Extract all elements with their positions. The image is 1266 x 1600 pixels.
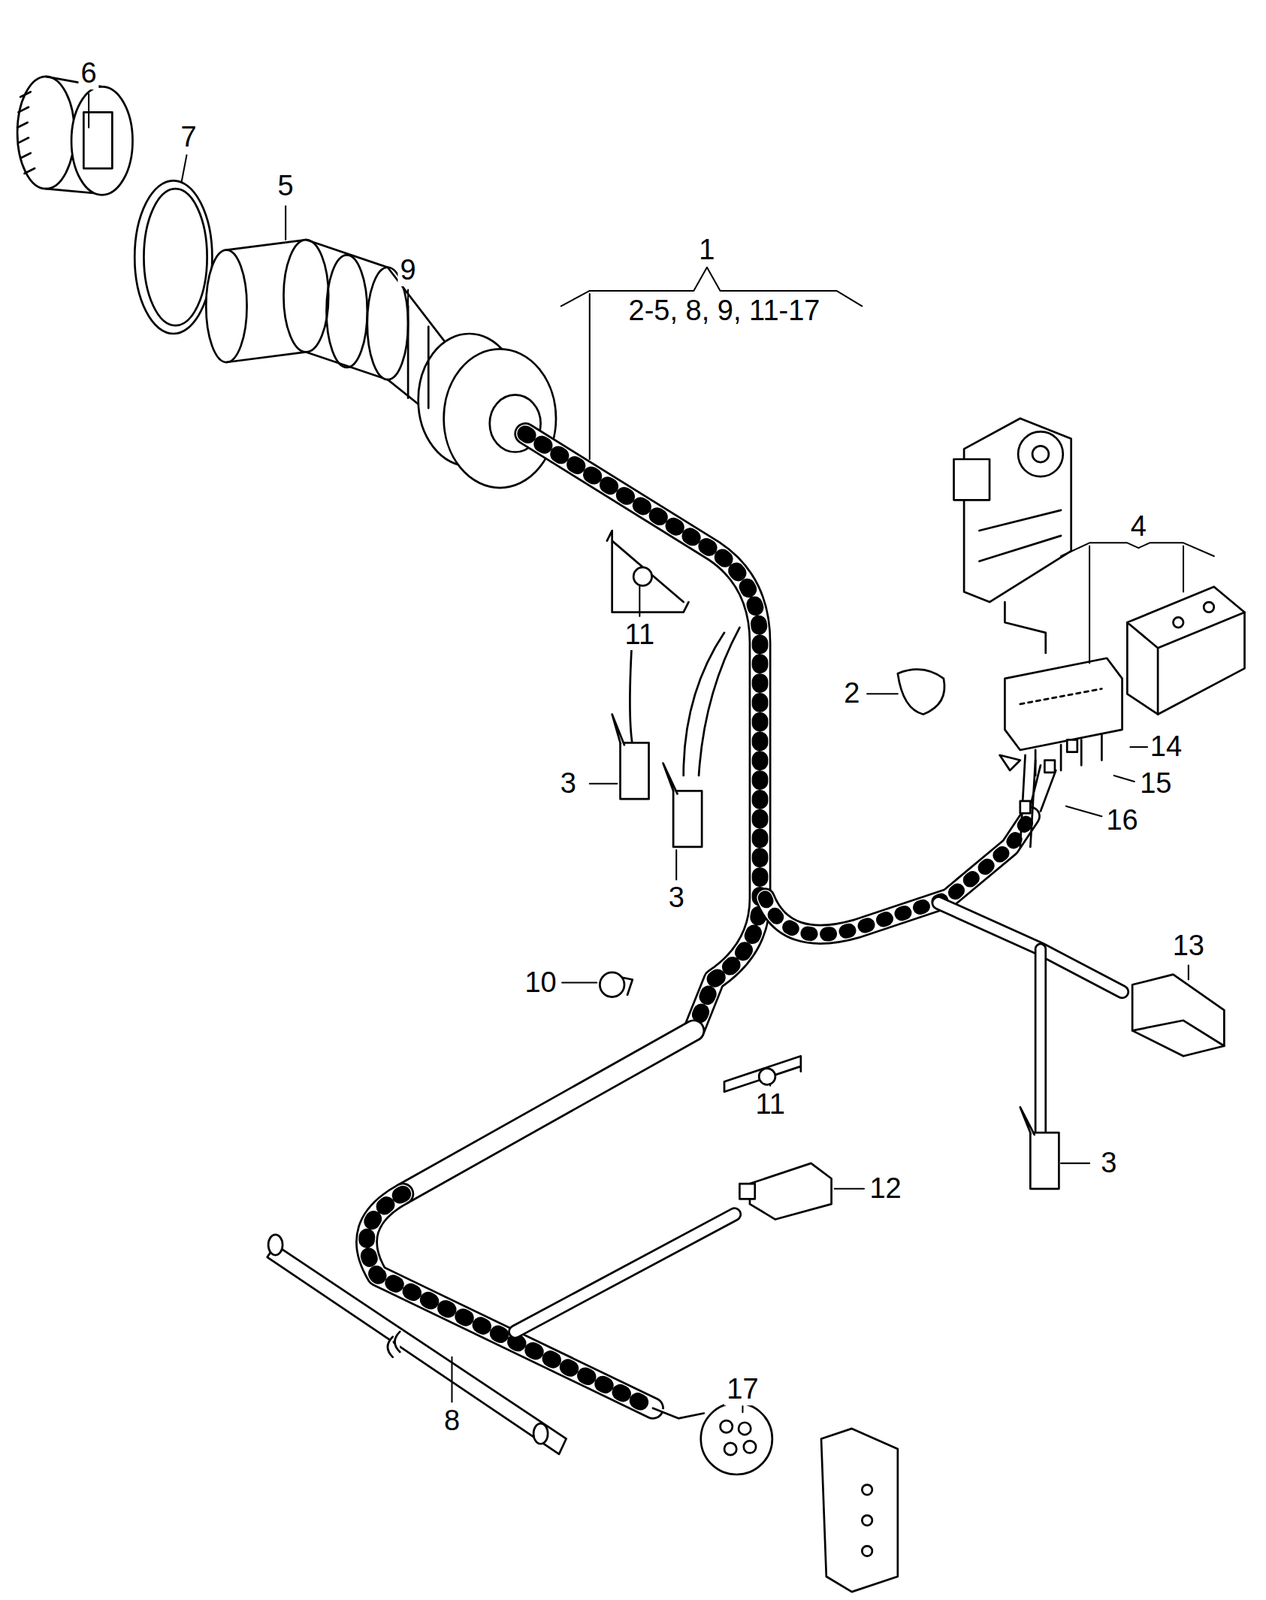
callout-number: 3 <box>558 767 579 800</box>
callout-number: 6 <box>78 57 100 90</box>
callout-number: 2 <box>841 677 862 710</box>
callout-number: 13 <box>1170 930 1207 962</box>
flat-connector <box>612 713 1060 1188</box>
callout-number: 9 <box>398 254 419 287</box>
callout-number: 15 <box>1137 767 1174 800</box>
callout-number: 10 <box>522 966 559 999</box>
grommet <box>205 239 556 488</box>
callout-number: 11 <box>752 1089 787 1121</box>
callout-number: 5 <box>275 171 297 203</box>
earth-strip <box>267 1234 567 1454</box>
connector-12 <box>739 1163 831 1220</box>
callout-number: 11 <box>622 619 657 651</box>
callout-number: 8 <box>441 1404 463 1437</box>
callout-number: 1 <box>696 234 717 266</box>
multi-connector <box>954 418 1245 847</box>
clip <box>599 530 801 1092</box>
parts-range: 2-5, 8, 9, 11-17 <box>626 295 823 327</box>
cap <box>17 76 133 196</box>
callout-number: 17 <box>724 1373 761 1405</box>
leader-lines <box>88 93 1215 1412</box>
round-plug <box>652 1402 898 1592</box>
callout-number: 16 <box>1103 804 1140 837</box>
connector-13 <box>1132 974 1224 1057</box>
strap <box>897 669 945 715</box>
callout-number: 12 <box>867 1172 904 1205</box>
callout-number: 3 <box>666 882 687 914</box>
ring <box>134 180 212 334</box>
callout-number: 4 <box>1128 510 1149 543</box>
callout-number: 14 <box>1148 731 1185 763</box>
callout-number: 3 <box>1098 1147 1119 1179</box>
callout-number: 7 <box>178 121 200 154</box>
